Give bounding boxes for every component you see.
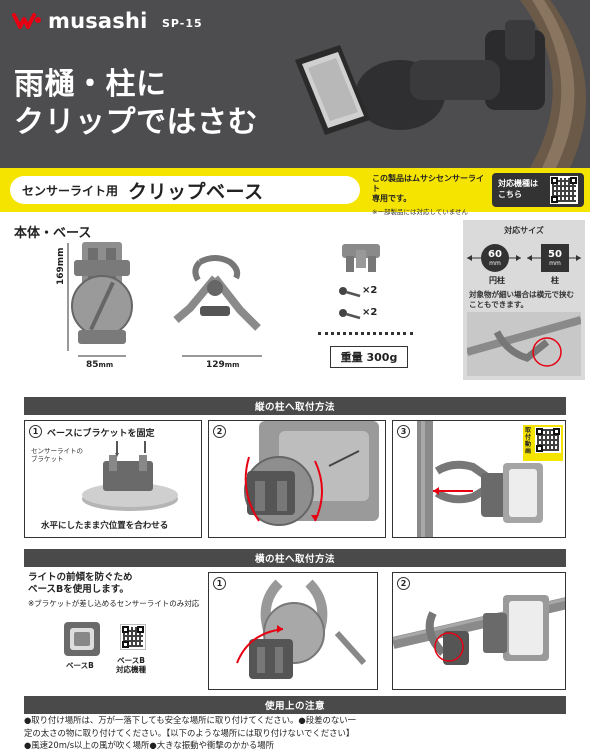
bolt-quantity: ×2 — [362, 307, 378, 318]
compatible-models-label-1: 対応機種は — [498, 179, 538, 188]
width-value: 85 — [86, 360, 99, 370]
step-1-title: ベースにブラケットを固定 — [47, 429, 155, 439]
width-unit: mm — [98, 361, 114, 369]
round-pole-size-badge: 60 mm — [481, 244, 509, 272]
headline-line-1: 雨樋・柱に — [14, 67, 167, 102]
bolt-icon — [339, 309, 361, 320]
clip-dimension-line — [182, 355, 262, 357]
height-dimension-line — [67, 243, 69, 351]
caution-line-2: 定の太さの物に取り付けてください。【以下のような場所には取り付けないでください】 — [24, 727, 355, 738]
step-number-2: 2 — [213, 425, 226, 438]
mount-on-pole-illustration — [417, 421, 543, 537]
horizontal-step-2-panel: 2 — [392, 572, 566, 690]
square-pole-size-unit: mm — [549, 259, 561, 267]
width-dimension-line — [78, 355, 126, 357]
screw-quantity: ×2 — [362, 285, 378, 296]
horizontal-description: ライトの前傾を防ぐため ベースBを使用します。 — [28, 572, 133, 596]
attach-base-b-illustration — [236, 579, 367, 679]
vertical-mount-header: 縦の柱へ取付方法 — [24, 397, 566, 415]
compatible-models-link[interactable]: 対応機種は こちら — [492, 173, 584, 207]
horizontal-description-line-2: ベースBを使用します。 — [28, 584, 129, 595]
vertical-step-2-panel: 2 — [208, 420, 386, 538]
compatible-size-box: 対応サイズ 60 mm 円柱 50 mm 柱 対象物が細い場合は横元で挟むことも… — [463, 220, 585, 380]
clip-width-value: 129 — [206, 360, 225, 370]
height-dimension: 169mm — [56, 247, 66, 285]
horizontal-description-line-1: ライトの前傾を防ぐため — [28, 572, 133, 583]
step-number-1: 1 — [29, 425, 42, 438]
product-title: クリップベース — [128, 180, 264, 203]
hero-headline: 雨樋・柱に クリップではさむ — [14, 66, 258, 142]
thin-object-illustration — [467, 312, 581, 376]
hero-product-photo — [280, 0, 590, 168]
musashi-logo-mark-icon — [12, 13, 41, 29]
base-b-compat-label: ベースB 対応機種 — [116, 656, 146, 674]
round-pole-size-unit: mm — [489, 259, 501, 267]
square-pole-label: 柱 — [551, 276, 559, 285]
compatible-models-label: 対応機種は こちら — [498, 178, 538, 200]
model-number: SP-15 — [162, 17, 203, 30]
bracket-label-line-1: センサーライトの — [31, 447, 83, 455]
cautions-text: ●取り付け場所は、万が一落下しても安全な場所に取り付けてください。●段差のない一… — [24, 714, 566, 752]
product-title-pill: センサーライト用 クリップベース — [10, 176, 360, 204]
base-b-compat-label-2: 対応機種 — [116, 665, 146, 674]
bracket-to-base-illustration — [82, 441, 178, 511]
compatible-models-label-2: こちら — [498, 190, 522, 199]
square-pole-size-value: 50 — [548, 248, 562, 260]
compatibility-note: この製品はムサシセンサーライト 専用です。 ※一部製品には対応していません — [372, 174, 490, 216]
width-dimension: 85mm — [86, 360, 113, 370]
round-pole-size-value: 60 — [488, 248, 502, 260]
horizontal-step-1-panel: 1 — [208, 572, 378, 690]
install-video-label: 取付動画 — [525, 427, 532, 455]
body-base-section-title: 本体・ベース — [14, 226, 92, 241]
mount-on-rail-illustration — [393, 595, 565, 665]
caution-line-3: ●風速20m/s以上の風が吹く場所●大きな振動や衝撃のかかる場所 — [24, 740, 274, 750]
compatibility-note-small: ※一部製品には対応していません — [372, 208, 469, 216]
qr-code-icon[interactable] — [550, 176, 578, 204]
bracket-accessory-drawing — [342, 244, 380, 272]
horizontal-note: ※ブラケットが差し込めるセンサーライトのみ対応 — [28, 599, 200, 608]
qr-code-icon[interactable] — [535, 427, 561, 453]
base-b-compat-qr[interactable] — [120, 624, 146, 650]
hero-banner: musashi SP-15 雨樋・柱に クリップではさむ — [0, 0, 590, 168]
install-video-qr[interactable]: 取付動画 — [523, 425, 563, 461]
step-number-3: 3 — [397, 425, 410, 438]
compatible-size-title: 対応サイズ — [504, 226, 544, 235]
base-b-label: ベースB — [66, 661, 94, 670]
clip-side-drawing — [173, 255, 261, 331]
vertical-step-1-panel: 1 ベースにブラケットを固定 センサーライトの ブラケット 水平にしたまま穴位置… — [24, 420, 202, 538]
vertical-step-3-panel: 3 取付動画 — [392, 420, 566, 538]
caution-line-1: ●取り付け場所は、万が一落下しても安全な場所に取り付けてください。●段差のない一 — [24, 715, 356, 725]
horizontal-mount-header: 横の柱へ取付方法 — [24, 549, 566, 567]
step-number-1: 1 — [213, 577, 226, 590]
bracket-label: センサーライトの ブラケット — [31, 447, 83, 463]
compatibility-note-line-1: この製品はムサシセンサーライト — [372, 174, 484, 193]
compatible-size-note: 対象物が細い場合は横元で挟むこともできます。 — [469, 290, 574, 309]
base-front-drawing — [71, 242, 133, 344]
dotted-divider — [318, 332, 413, 335]
compatibility-note-line-2: 専用です。 — [372, 194, 412, 203]
clip-width-unit: mm — [224, 361, 240, 369]
round-pole-label: 円柱 — [489, 276, 505, 285]
step-1-caption: 水平にしたまま穴位置を合わせる — [41, 521, 169, 531]
product-title-band: センサーライト用 クリップベース — [0, 168, 590, 212]
screw-icon — [339, 287, 361, 298]
product-subtitle: センサーライト用 — [22, 183, 119, 198]
weight-label: 重量 300g — [330, 346, 408, 368]
clip-width-dimension: 129mm — [206, 360, 239, 370]
height-unit: mm — [56, 247, 66, 267]
base-b-drawing — [64, 622, 100, 656]
square-pole-size-badge: 50 mm — [541, 244, 569, 272]
bracket-label-line-2: ブラケット — [31, 455, 64, 463]
base-b-compat-label-1: ベースB — [117, 656, 145, 665]
brand-name: musashi — [48, 9, 148, 33]
attach-clip-illustration — [244, 421, 379, 526]
headline-line-2: クリップではさむ — [14, 105, 258, 140]
brand-logo: musashi — [12, 9, 148, 33]
height-value: 169 — [56, 266, 66, 285]
cautions-header: 使用上の注意 — [24, 696, 566, 714]
step-number-2: 2 — [397, 577, 410, 590]
